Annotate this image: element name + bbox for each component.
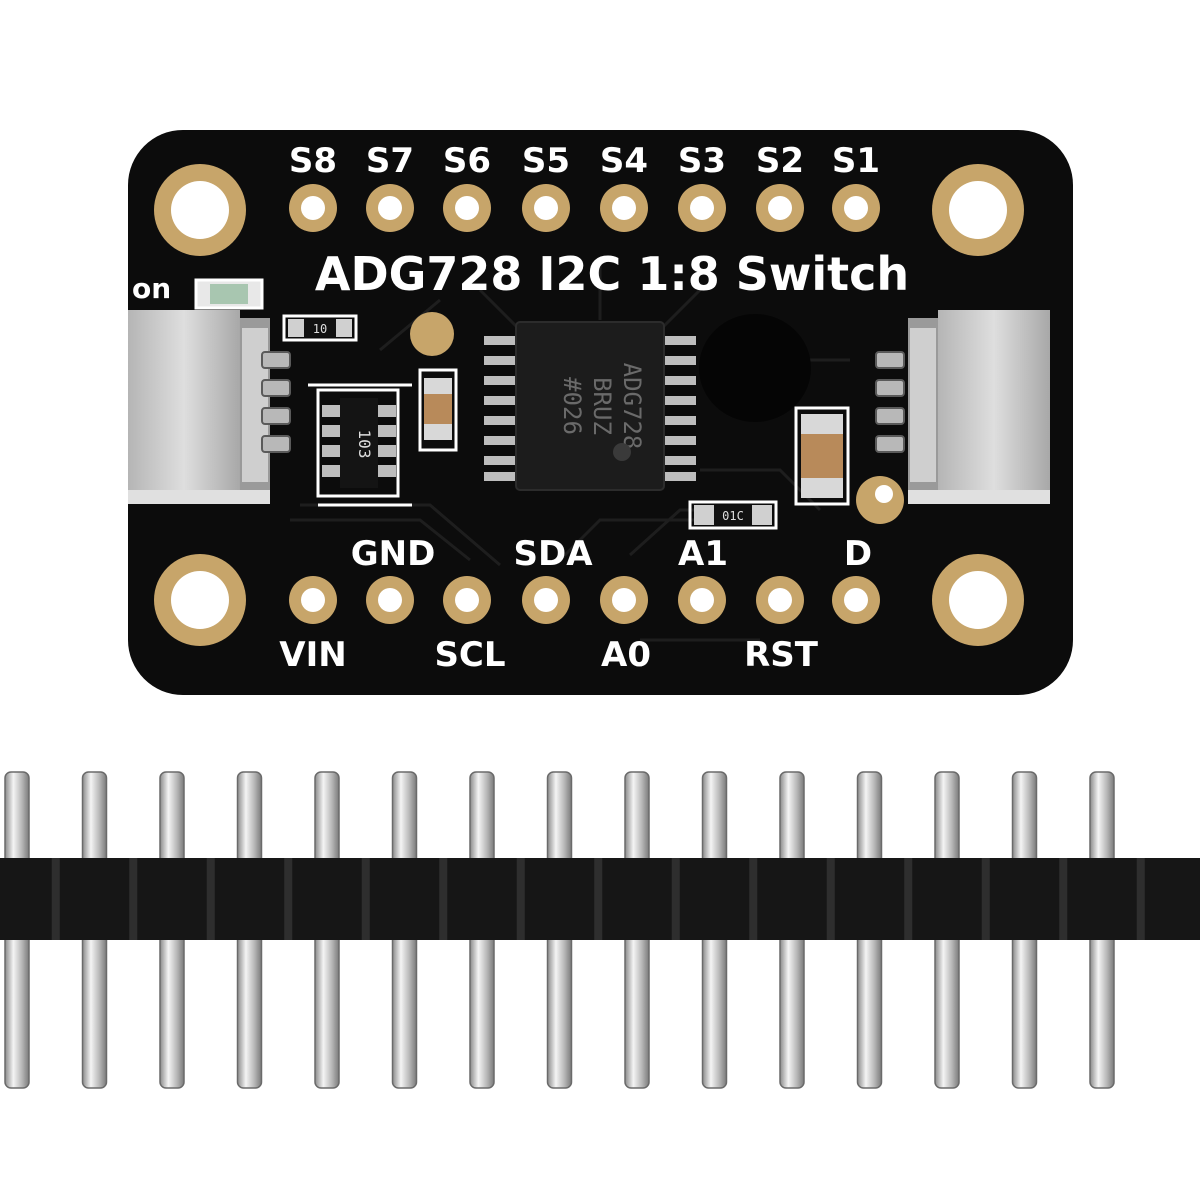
- bottom-pads: [289, 576, 880, 624]
- smd-capacitor-left: [418, 368, 458, 452]
- pin-label-scl: SCL: [434, 635, 505, 675]
- stemma-qt-connector-left: [128, 310, 291, 504]
- pin-label-s4: S4: [600, 141, 648, 181]
- header-divider: [51, 858, 60, 940]
- pin-label-sda: SDA: [513, 534, 593, 574]
- led-label: on: [132, 272, 171, 305]
- top-pin-row: S8 S7 S6 S5 S4 S3 S2 S1: [289, 141, 880, 232]
- pin-label-s7: S7: [366, 141, 414, 181]
- header-divider: [516, 858, 525, 940]
- header-divider: [981, 858, 990, 940]
- pin-label-s2: S2: [756, 141, 804, 181]
- pin-label-rst: RST: [744, 635, 819, 675]
- dark-blob: [699, 314, 811, 422]
- header-divider: [361, 858, 370, 940]
- fiducial-marker: [410, 312, 454, 356]
- pin1-dot: [613, 443, 631, 461]
- mounting-hole-top-right: [932, 164, 1024, 256]
- pin-label-a0: A0: [601, 635, 651, 675]
- bottom-pad-holes: [301, 588, 868, 612]
- pin-label-s1: S1: [832, 141, 880, 181]
- resistor-bottom-marking: 01C: [722, 509, 744, 523]
- top-pad-holes: [301, 196, 868, 220]
- chip-pins-left: [484, 336, 520, 481]
- pin-label-s3: S3: [678, 141, 726, 181]
- resistor-network: 103: [316, 388, 400, 498]
- board-title: ADG728 I2C 1:8 Switch: [315, 247, 909, 301]
- smd-resistor-bottom: 01C: [688, 500, 778, 530]
- pin-label-s8: S8: [289, 141, 337, 181]
- pin-label-vin: VIN: [279, 635, 346, 675]
- stemma-qt-connector-right: [875, 310, 1050, 504]
- header-divider: [284, 858, 293, 940]
- adg728-chip: ADG728 BRUZ #026: [484, 321, 696, 491]
- resistor-top-marking: 10: [313, 322, 327, 336]
- pin-label-s6: S6: [443, 141, 491, 181]
- pin-label-a1: A1: [678, 534, 728, 574]
- chip-pins-right: [660, 336, 696, 481]
- header-divider: [206, 858, 215, 940]
- resistor-network-marking: 103: [355, 430, 374, 459]
- pin-label-s5: S5: [522, 141, 570, 181]
- chip-marking-line2: BRUZ: [588, 377, 616, 435]
- mounting-hole-bottom-left: [154, 554, 246, 646]
- power-led: [194, 278, 264, 310]
- smd-capacitor-right: [794, 406, 850, 506]
- header-divider: [826, 858, 835, 940]
- pin-header-strip: [0, 771, 1200, 1089]
- header-divider: [439, 858, 448, 940]
- header-divider: [671, 858, 680, 940]
- header-dividers: [51, 858, 1145, 940]
- header-divider: [1136, 858, 1145, 940]
- breakout-board: S8 S7 S6 S5 S4 S3 S2 S1 ADG728 I2C 1:8 S…: [128, 130, 1073, 695]
- test-pad-right: [856, 476, 904, 524]
- chip-marking: ADG728 BRUZ #026: [558, 363, 646, 450]
- header-divider: [594, 858, 603, 940]
- header-divider: [1059, 858, 1068, 940]
- header-divider: [749, 858, 758, 940]
- chip-marking-line1: ADG728: [618, 363, 646, 450]
- pin-label-gnd: GND: [351, 534, 436, 574]
- header-divider: [904, 858, 913, 940]
- smd-resistor-top: 10: [282, 314, 358, 342]
- pin-label-d: D: [844, 534, 872, 574]
- chip-marking-line3: #026: [558, 377, 586, 435]
- mounting-hole-top-left: [154, 164, 246, 256]
- header-divider: [129, 858, 138, 940]
- silk-lines: [308, 383, 412, 507]
- mounting-hole-bottom-right: [932, 554, 1024, 646]
